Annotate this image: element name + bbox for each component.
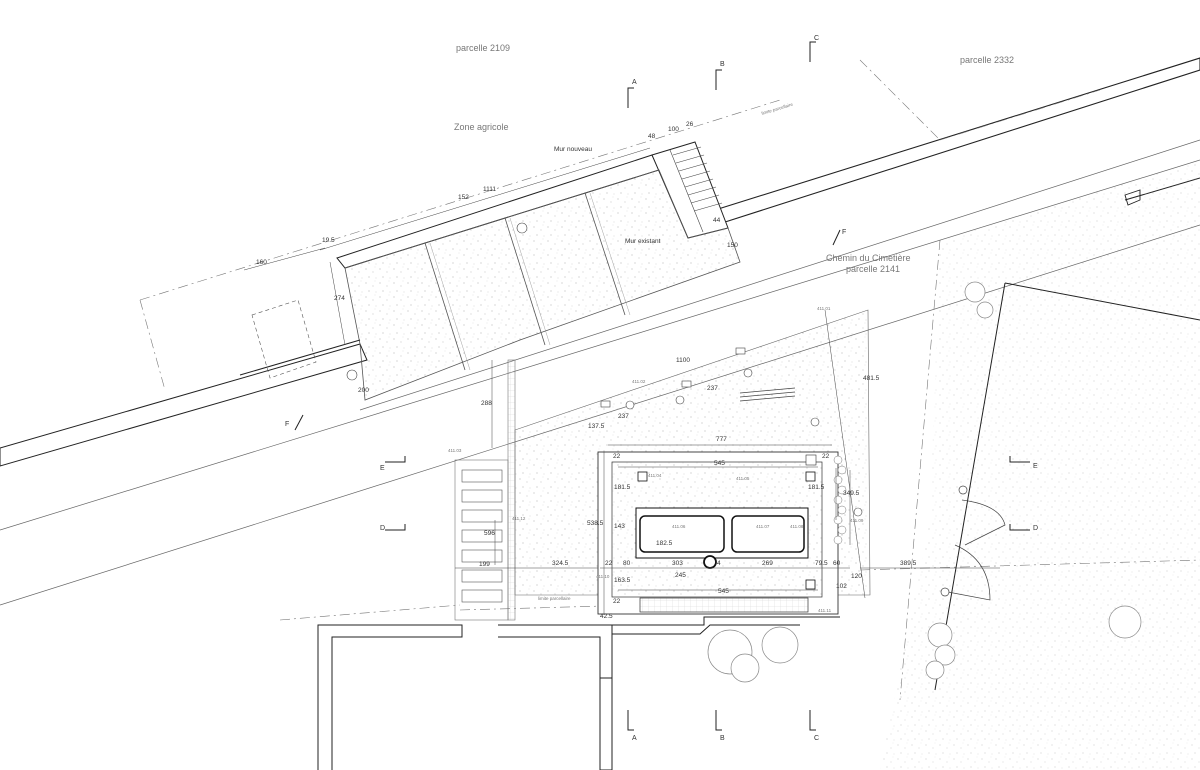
dimension-lines [243, 147, 1000, 615]
section-a-top: A [632, 79, 637, 86]
dim-181-5-b: 181.5 [808, 484, 825, 491]
section-f-left: F [285, 421, 289, 428]
lower-wall [239, 339, 361, 376]
dim-349-5: 349.5 [843, 490, 860, 497]
terrace-area [344, 169, 741, 401]
dim-160: 160 [256, 259, 267, 266]
dim-100: 100 [668, 126, 679, 133]
dim-596: 596 [484, 530, 495, 537]
dim-777: 777 [716, 436, 727, 443]
label-parcelle-2332: parcelle 2332 [960, 55, 1014, 65]
label-mur-nouveau: Mur nouveau [554, 146, 592, 153]
section-e-left: E [380, 465, 385, 472]
section-b-bottom: B [720, 735, 725, 742]
dimension-numbers: 48 100 26 152 1111 19.5 160 274 44 150 2… [256, 121, 917, 620]
upper-retaining-wall [0, 57, 1200, 467]
dim-26: 26 [686, 121, 694, 128]
dim-22-b: 22 [822, 453, 830, 460]
dim-163-5: 163.5 [614, 577, 631, 584]
dim-102: 102 [836, 583, 847, 590]
level-10: 411.10 [596, 574, 610, 579]
dim-389-5: 389.5 [900, 560, 917, 567]
section-letters: A B C A B C E D E D F F [285, 35, 1038, 742]
dim-288: 288 [481, 400, 492, 407]
bench [739, 387, 796, 402]
dim-48: 48 [648, 133, 656, 140]
dim-237-b: 237 [707, 385, 718, 392]
level-8: 411.08 [790, 524, 804, 529]
dim-181-5-a: 181.5 [614, 484, 631, 491]
section-e-right: E [1033, 463, 1038, 470]
dim-4: 4 [717, 560, 721, 567]
label-mur-existant: Mur existant [625, 238, 661, 245]
dim-22-a: 22 [613, 453, 621, 460]
level-6: 411.06 [672, 524, 686, 529]
dim-182-5: 182.5 [656, 540, 673, 547]
level-3: 411.03 [448, 448, 462, 453]
lights [346, 222, 863, 517]
spot-levels: 411.01 411.02 411.03 411.04 411.05 411.0… [448, 306, 864, 613]
section-c-bottom: C [814, 735, 819, 742]
dim-199: 199 [479, 561, 490, 568]
section-d-left: D [380, 525, 385, 532]
level-1: 411.01 [817, 306, 831, 311]
section-c-top: C [814, 35, 819, 42]
parking-box [251, 299, 317, 379]
level-9: 411.09 [850, 518, 864, 523]
dim-1100: 1100 [676, 357, 690, 364]
dim-269: 269 [762, 560, 773, 567]
dim-22-d: 22 [613, 598, 621, 605]
label-parcelle-2141: parcelle 2141 [846, 264, 900, 274]
level-12: 411.12 [512, 516, 526, 521]
dim-245: 245 [675, 572, 686, 579]
level-11: 411.11 [818, 608, 832, 613]
label-limite-parcelle-top: limite parcellaire [761, 102, 794, 116]
section-f-right: F [842, 229, 846, 236]
level-7: 411.07 [756, 524, 770, 529]
label-zone-agricole: Zone agricole [454, 122, 509, 132]
dim-303: 303 [672, 560, 683, 567]
label-chemin: Chemin du Cimetière [826, 253, 911, 263]
hedge [833, 455, 847, 545]
building [317, 616, 840, 770]
dim-42-5: 42.5 [600, 613, 613, 620]
dim-324-5: 324.5 [552, 560, 569, 567]
section-b-top: B [720, 61, 725, 68]
dim-44: 44 [713, 217, 721, 224]
parking-slabs [454, 359, 516, 621]
dim-538-5: 538.5 [587, 520, 604, 527]
level-5: 411.05 [736, 476, 750, 481]
section-markers [294, 41, 1030, 731]
dim-120: 120 [851, 573, 862, 580]
label-parcelle-2109: parcelle 2109 [456, 43, 510, 53]
dim-60: 60 [833, 560, 841, 567]
garden-gates [940, 485, 1006, 601]
level-2: 411.02 [632, 379, 646, 384]
dim-143: 143 [614, 523, 625, 530]
dim-274: 274 [334, 295, 345, 302]
dim-80: 80 [623, 560, 631, 567]
dim-79-5: 79.5 [815, 560, 828, 567]
dim-237-a: 237 [618, 413, 629, 420]
section-d-right: D [1033, 525, 1038, 532]
dim-481-5: 481.5 [863, 375, 880, 382]
dim-150: 150 [727, 242, 738, 249]
level-4: 411.04 [648, 473, 662, 478]
dim-1111: 1111 [483, 186, 496, 193]
dim-22-c: 22 [605, 560, 613, 567]
cemetery-path-parcel [880, 160, 1200, 770]
dim-200: 200 [358, 387, 369, 394]
label-limite-parcelle-bottom: limite parcellaire [538, 596, 571, 601]
dim-152: 152 [458, 194, 469, 201]
staircase [669, 146, 723, 233]
dim-545-a: 545 [714, 460, 725, 467]
dim-545-b: 545 [718, 588, 729, 595]
dim-19-5: 19.5 [322, 237, 335, 244]
trees [707, 281, 1142, 683]
section-a-bottom: A [632, 735, 637, 742]
pool-area [514, 309, 871, 615]
dim-137-5: 137.5 [588, 423, 605, 430]
